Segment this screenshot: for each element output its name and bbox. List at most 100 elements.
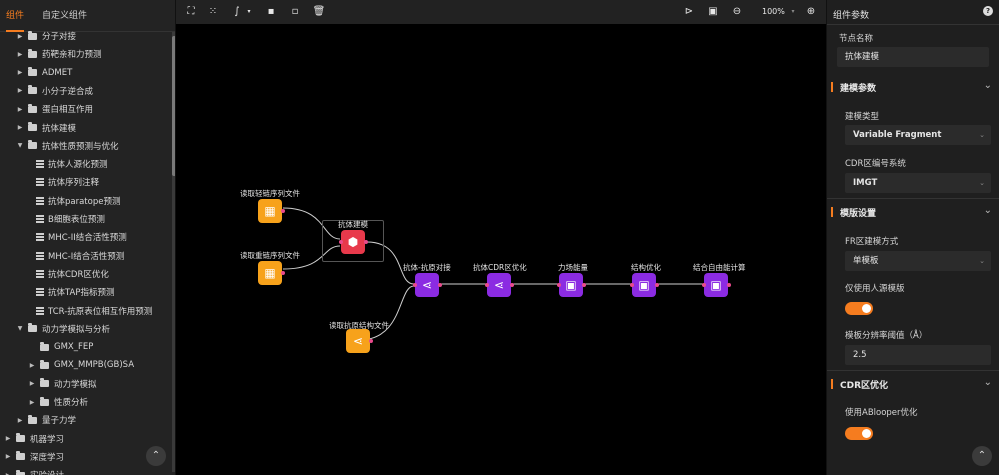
node-force-field-energy[interactable]: ▣ <box>559 273 583 297</box>
tree-leaf[interactable]: 抗体人源化预测 <box>0 155 172 173</box>
node-antibody-antigen-docking[interactable]: ⋖ <box>415 273 439 297</box>
caret-right-icon[interactable]: ▶ <box>29 361 35 369</box>
output-port[interactable] <box>364 240 368 244</box>
tree-item-label: GMX_MMPB(GB)SA <box>54 360 135 371</box>
paste-icon[interactable]: ▫ <box>291 6 299 17</box>
caret-right-icon[interactable]: ▶ <box>4 472 12 475</box>
tree-leaf[interactable]: MHC-II结合活性预测 <box>0 228 172 246</box>
tree-folder[interactable]: ▶ADMET <box>0 64 172 82</box>
tree-scrollbar-track[interactable] <box>172 32 175 472</box>
node-antibody-modeling[interactable]: ⬢ <box>341 230 365 254</box>
chevron-down-icon[interactable]: ⌄ <box>983 377 992 388</box>
section-cdr-optimization[interactable]: CDR区优化 ⌄ <box>831 377 996 391</box>
tree-folder[interactable]: ▶实验设计 <box>0 466 172 475</box>
section-template-settings[interactable]: 模版设置 ⌄ <box>831 205 996 219</box>
caret-right-icon[interactable]: ▶ <box>17 105 23 113</box>
tree-folder[interactable]: ▶ GMX_MMPB(GB)SA <box>0 356 172 374</box>
caret-right-icon[interactable]: ▶ <box>17 87 23 95</box>
caret-right-icon[interactable]: ▶ <box>5 453 11 461</box>
tree-folder[interactable]: ▶抗体建模 <box>0 119 172 137</box>
node-read-light-chain[interactable]: ▦ <box>258 199 282 223</box>
output-port[interactable] <box>438 283 442 287</box>
tree-leaf[interactable]: 抗体TAP指标预测 <box>0 283 172 301</box>
chevron-down-icon[interactable]: ▾ <box>247 8 251 15</box>
node-name-input[interactable]: 抗体建模 <box>837 47 989 67</box>
chevron-down-icon[interactable]: ⌄ <box>983 80 992 91</box>
output-port[interactable] <box>655 283 659 287</box>
double-chevron-up-icon[interactable]: ⌃ <box>972 446 992 466</box>
tree-leaf[interactable]: 抗体paratope预测 <box>0 192 172 210</box>
tree-folder[interactable]: ▶动力学模拟 <box>0 375 172 393</box>
help-icon[interactable]: ? <box>983 6 993 16</box>
node-binding-free-energy[interactable]: ▣ <box>704 273 728 297</box>
copy-icon[interactable]: ▪ <box>267 6 275 17</box>
zoom-in-icon[interactable]: ⊕ <box>806 6 816 17</box>
model-type-select[interactable]: Variable Fragment ⌄ <box>845 125 991 145</box>
tree-folder[interactable]: ▶分子对接 <box>0 27 172 45</box>
input-port[interactable] <box>630 283 634 287</box>
tree-leaf[interactable]: B细胞表位预测 <box>0 210 172 228</box>
output-port[interactable] <box>510 283 514 287</box>
caret-right-icon[interactable]: ▶ <box>17 50 23 58</box>
run-icon[interactable]: ⊳ <box>684 6 694 17</box>
tree-leaf[interactable]: 抗体CDR区优化 <box>0 265 172 283</box>
tree-leaf[interactable]: TCR-抗原表位相互作用预测 <box>0 302 172 320</box>
tree-leaf[interactable]: 抗体序列注释 <box>0 173 172 191</box>
node-read-antigen-structure[interactable]: ⋖ <box>346 329 370 353</box>
fullscreen-icon[interactable]: ▣ <box>708 6 718 17</box>
zoom-out-icon[interactable]: ⊖ <box>732 6 742 17</box>
zoom-dropdown-icon[interactable]: ▾ <box>791 8 795 15</box>
tree-leaf[interactable]: MHC-I结合活性预测 <box>0 247 172 265</box>
tree-folder[interactable]: ▼抗体性质预测与优化 <box>0 137 172 155</box>
fr-modeling-select[interactable]: 单模板 ⌄ <box>845 251 991 271</box>
caret-down-icon[interactable]: ▼ <box>17 325 23 333</box>
caret-right-icon[interactable]: ▶ <box>17 124 23 131</box>
edge-style-icon[interactable]: ∫ <box>234 6 240 17</box>
output-port[interactable] <box>727 283 731 287</box>
output-port[interactable] <box>281 209 285 213</box>
caret-right-icon[interactable]: ▶ <box>17 32 23 40</box>
caret-right-icon[interactable]: ▶ <box>5 435 11 443</box>
tree-folder[interactable]: ▶性质分析 <box>0 393 172 411</box>
tab-components[interactable]: 组件 <box>6 0 25 32</box>
fit-view-icon[interactable]: ⛶ <box>187 6 195 17</box>
workflow-canvas[interactable]: 读取轻链序列文件 ▦ 读取重链序列文件 ▦ 抗体建模 ⬢ 读取抗原结构文件 ⋖ … <box>176 24 826 475</box>
caret-down-icon[interactable]: ▼ <box>17 142 23 150</box>
node-structure-optimization[interactable]: ▣ <box>632 273 656 297</box>
input-port[interactable] <box>702 283 706 287</box>
tree-folder[interactable]: ▶小分子逆合成 <box>0 82 172 100</box>
caret-right-icon[interactable]: ▶ <box>29 398 35 406</box>
caret-right-icon[interactable]: ▶ <box>17 416 23 424</box>
output-port[interactable] <box>582 283 586 287</box>
output-port[interactable] <box>281 271 285 275</box>
section-modeling-params[interactable]: 建模参数 ⌄ <box>831 80 996 94</box>
tree-folder[interactable]: ▶机器学习 <box>0 430 172 448</box>
tab-custom-components[interactable]: 自定义组件 <box>42 10 88 21</box>
tree-folder[interactable]: GMX_FEP <box>0 338 172 356</box>
input-port[interactable] <box>485 283 489 287</box>
resolution-input[interactable]: 2.5 <box>845 345 991 365</box>
chevron-down-icon[interactable]: ⌄ <box>983 205 992 216</box>
caret-right-icon[interactable]: ▶ <box>17 69 23 77</box>
tree-folder[interactable]: ▼动力学模拟与分析 <box>0 320 172 338</box>
output-port[interactable] <box>369 339 373 343</box>
double-chevron-up-icon[interactable]: ⌃ <box>146 446 166 466</box>
input-port[interactable] <box>413 283 417 287</box>
caret-right-icon[interactable]: ▶ <box>29 380 35 388</box>
zoom-level[interactable]: 100% <box>762 7 785 16</box>
tree-folder[interactable]: ▶蛋白相互作用 <box>0 100 172 118</box>
human-template-toggle[interactable] <box>845 302 873 315</box>
divider <box>827 198 999 199</box>
tree-scrollbar-thumb[interactable] <box>172 36 175 176</box>
input-port[interactable] <box>557 283 561 287</box>
tree-folder[interactable]: ▶药靶亲和力预测 <box>0 45 172 63</box>
delete-icon[interactable]: 🗑 <box>312 6 326 17</box>
input-port[interactable] <box>339 240 343 244</box>
grid-icon[interactable]: ⁙ <box>208 6 218 17</box>
node-read-heavy-chain[interactable]: ▦ <box>258 261 282 285</box>
ablooper-toggle[interactable] <box>845 427 873 440</box>
node-cdr-optimization[interactable]: ⋖ <box>487 273 511 297</box>
tree-folder[interactable]: ▶深度学习 <box>0 448 172 466</box>
tree-folder[interactable]: ▶量子力学 <box>0 411 172 429</box>
cdr-numbering-select[interactable]: IMGT ⌄ <box>845 173 991 193</box>
